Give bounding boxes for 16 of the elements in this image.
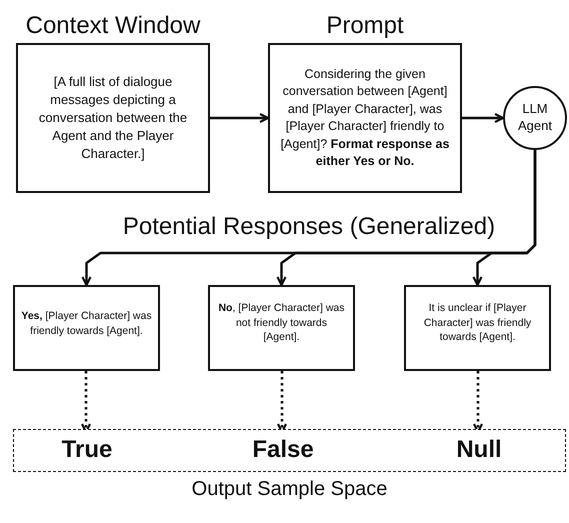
box-heading: Prompt [326, 12, 404, 40]
box-text: No, [Player Character] was not friendly towards [Agent]. [218, 301, 345, 346]
box-text: It is unclear if [Player Character] was friendly towards [Agent]. [422, 301, 532, 346]
node-label: LLM Agent [517, 101, 553, 135]
arrow [210, 112, 270, 124]
box-text: [A full list of dialogue messages depicting a conversation between the Agent and the Player Character.] [38, 72, 188, 164]
output-value: False [252, 435, 314, 465]
box-heading: Context Window [26, 12, 200, 40]
box-text: Considering the given conversation between [Agent] and [Player Character], was [Player Character] friendly to [Agent]? Format response as either Yes or No. [280, 66, 450, 170]
arrow [462, 112, 504, 124]
output-value: Null [456, 435, 502, 465]
arrow [472, 150, 536, 286]
box-heading: Output Sample Space [192, 478, 388, 500]
box-text: Yes, [Player Character] was friendly towards [Agent]. [21, 309, 152, 338]
output-value: True [62, 435, 112, 465]
section-heading: Potential Responses (Generalized) [122, 213, 496, 241]
